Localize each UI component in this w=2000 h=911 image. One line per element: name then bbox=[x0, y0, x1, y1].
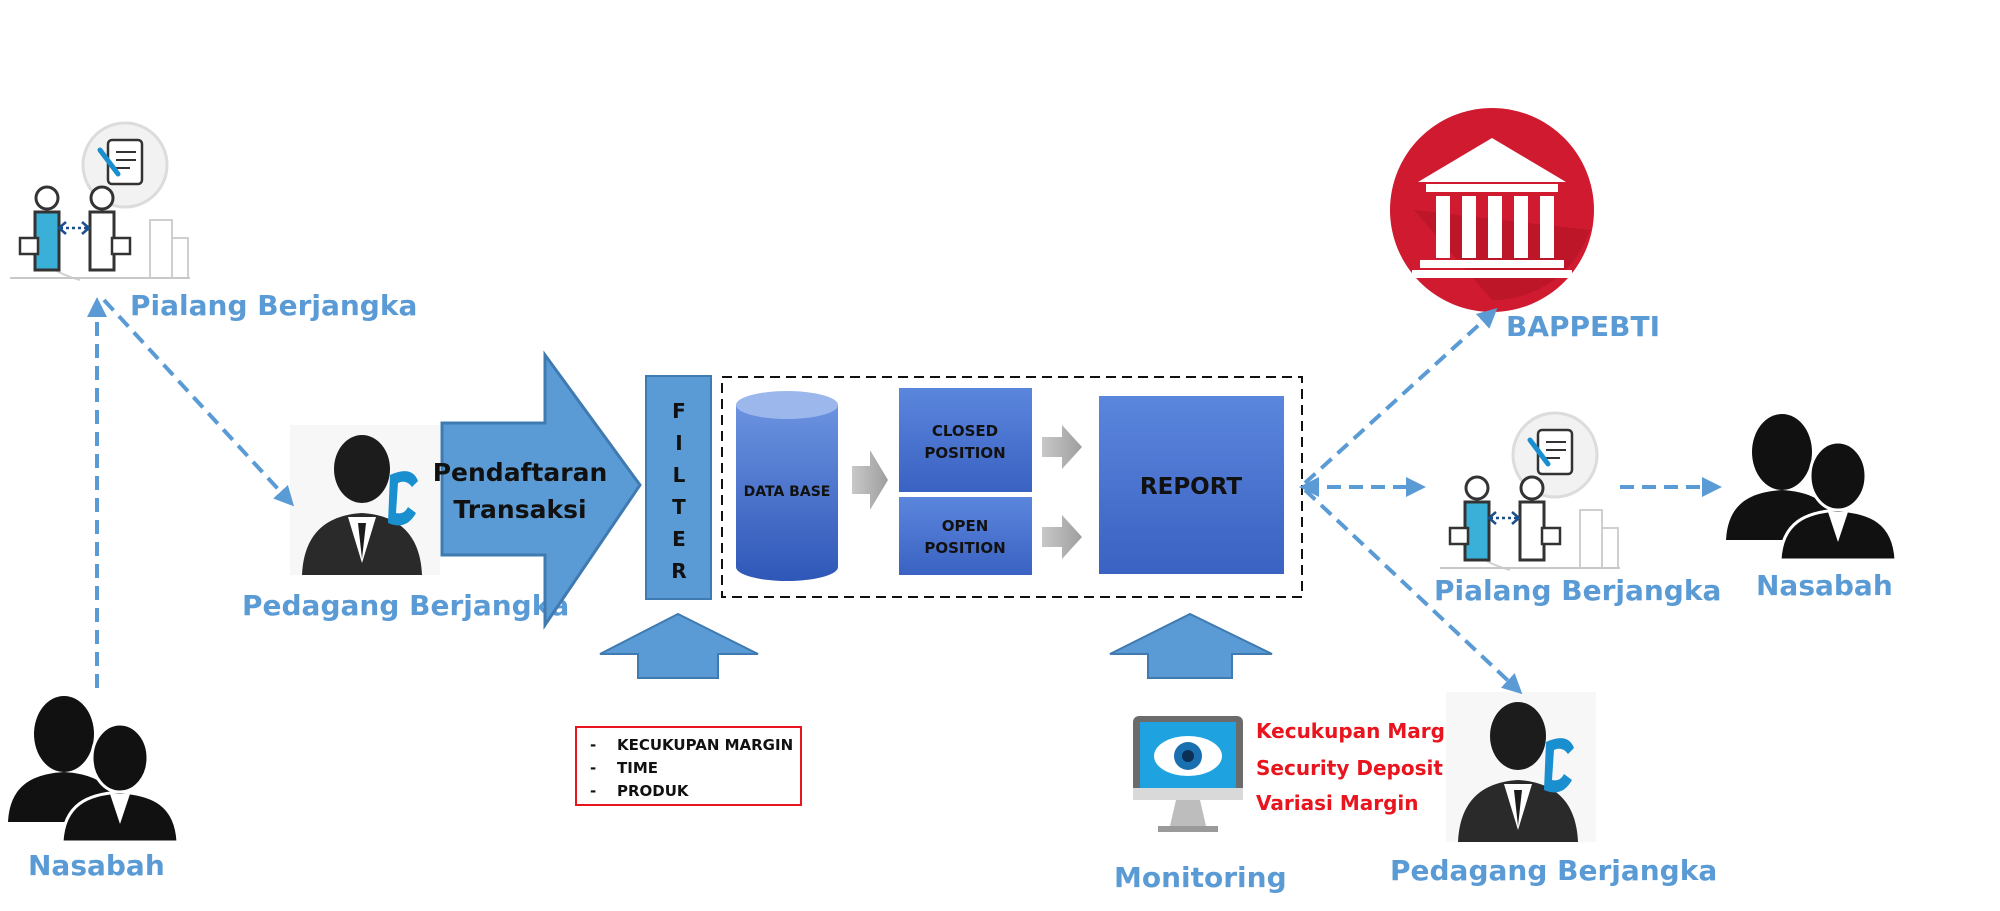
report-label: REPORT bbox=[1140, 474, 1243, 500]
regulator-building-icon bbox=[1390, 108, 1594, 312]
filter-box bbox=[645, 375, 712, 600]
closed-position-box bbox=[899, 388, 1032, 492]
registration-arrow bbox=[440, 350, 642, 630]
registration-label-line1: Pendaftaran bbox=[433, 458, 608, 487]
trader-phone-icon bbox=[290, 425, 440, 575]
trader-right bbox=[1446, 692, 1596, 842]
pialang-right-label: Pialang Berjangka bbox=[1434, 574, 1721, 607]
monitor-eye-icon bbox=[1133, 716, 1243, 832]
monitoring-item: Variasi Margin bbox=[1256, 791, 1419, 815]
filter-criteria-list: - KECUKUPAN MARGIN - TIME - PRODUK bbox=[590, 736, 793, 800]
customers-right bbox=[1724, 412, 1898, 562]
report-box bbox=[1099, 396, 1284, 574]
broker-top bbox=[10, 123, 190, 280]
open-position-line2: POSITION bbox=[924, 539, 1005, 557]
nasabah-left-label: Nasabah bbox=[28, 849, 165, 882]
closed-position-line2: POSITION bbox=[924, 444, 1005, 462]
broker-handshake-icon bbox=[10, 123, 190, 280]
filter-letters: F I L T E R bbox=[671, 399, 686, 583]
open-position-line1: OPEN bbox=[942, 517, 989, 535]
filter-criteria-box bbox=[575, 726, 802, 806]
customers-icon bbox=[6, 694, 180, 844]
monitoring-item: Kecukupan Margin bbox=[1256, 719, 1466, 743]
filter-letter: E bbox=[672, 527, 686, 551]
registration-label-line2: Transaksi bbox=[453, 495, 586, 524]
monitoring-items: Kecukupan Margin Security Deposit Varias… bbox=[1256, 719, 1466, 815]
broker-handshake-icon bbox=[1440, 413, 1620, 570]
monitoring-label: Monitoring bbox=[1114, 861, 1287, 894]
open-position-box bbox=[899, 497, 1032, 575]
database-cylinder bbox=[736, 391, 838, 581]
closed-position-line1: CLOSED bbox=[932, 422, 998, 440]
filter-letter: T bbox=[672, 495, 686, 519]
broker-right bbox=[1440, 413, 1620, 570]
filter-letter: I bbox=[675, 431, 682, 455]
criteria-bullet: - bbox=[590, 736, 596, 754]
bappebti-label: BAPPEBTI bbox=[1506, 310, 1660, 343]
filter-letter: L bbox=[673, 463, 686, 487]
nasabah-right-label: Nasabah bbox=[1756, 569, 1893, 602]
filter-input-arrow bbox=[599, 612, 759, 679]
database-label: DATA BASE bbox=[744, 484, 831, 500]
trader-phone-icon bbox=[1446, 692, 1596, 842]
arrow-open-to-report bbox=[1042, 515, 1082, 559]
criteria-bullet: - bbox=[590, 782, 596, 800]
filter-letter: F bbox=[672, 399, 686, 423]
arrow-pialang-to-pedagang bbox=[102, 298, 295, 507]
arrow-report-to-pedagang bbox=[1303, 488, 1523, 695]
monitoring-input-arrow bbox=[1109, 612, 1273, 679]
trader-left bbox=[290, 425, 440, 575]
customers-left bbox=[6, 694, 180, 844]
criteria-item: PRODUK bbox=[617, 782, 690, 800]
arrow-closed-to-report bbox=[1042, 425, 1082, 469]
criteria-item: TIME bbox=[617, 759, 658, 777]
arrow-db-to-positions bbox=[852, 450, 888, 510]
arrow-report-to-bappebti bbox=[1303, 307, 1498, 485]
pedagang-right-label: Pedagang Berjangka bbox=[1390, 854, 1717, 887]
customers-icon bbox=[1724, 412, 1898, 562]
filter-letter: R bbox=[671, 559, 686, 583]
criteria-bullet: - bbox=[590, 759, 596, 777]
pedagang-left-label: Pedagang Berjangka bbox=[242, 589, 569, 622]
monitoring-item: Security Deposit bbox=[1256, 756, 1443, 780]
criteria-item: KECUKUPAN MARGIN bbox=[617, 736, 793, 754]
pialang-top-label: Pialang Berjangka bbox=[130, 289, 417, 322]
